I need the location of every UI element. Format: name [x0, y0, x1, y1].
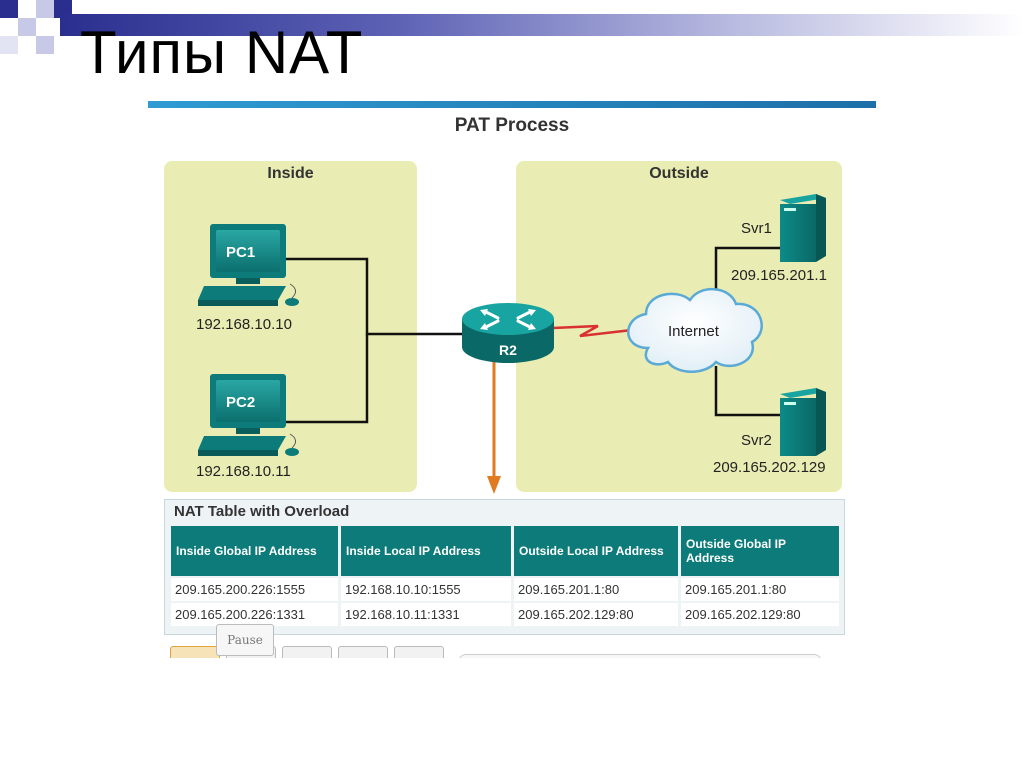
link-pc2-router	[286, 334, 369, 424]
pc2-ip: 192.168.10.11	[196, 463, 291, 480]
internet-label: Internet	[668, 323, 719, 340]
pc1-icon	[198, 224, 299, 306]
title-underline	[148, 101, 876, 108]
svr1-name: Svr1	[741, 220, 772, 237]
deco-square	[36, 36, 54, 54]
table-cell: 209.165.200.226:1555	[171, 578, 338, 601]
pc2-icon	[198, 374, 299, 456]
title-bar	[60, 14, 1024, 36]
link-pc1-router	[286, 257, 462, 336]
table-cell: 209.165.202.129:80	[681, 603, 839, 626]
table-cell: 192.168.10.10:1555	[341, 578, 511, 601]
deco-square	[0, 36, 18, 54]
pc2-name: PC2	[226, 394, 256, 411]
router-name: R2	[499, 342, 517, 358]
table-cell: 209.165.201.1:80	[514, 578, 678, 601]
svr2-icon	[780, 388, 826, 456]
table-cell: 209.165.201.1:80	[681, 578, 839, 601]
column-header-inside-local: Inside Local IP Address	[341, 526, 511, 576]
column-header-inside-global: Inside Global IP Address	[171, 526, 338, 576]
outside-label: Outside	[649, 165, 709, 182]
slide-title: Типы NAT	[80, 19, 364, 86]
table-cell: 209.165.202.129:80	[514, 603, 678, 626]
router-icon	[462, 303, 554, 363]
deco-square	[18, 18, 36, 36]
internet-cloud-icon	[627, 287, 763, 373]
deco-square	[36, 0, 54, 18]
link-cloud-svr1	[714, 246, 780, 302]
play-button[interactable]	[170, 646, 220, 658]
rewind-button[interactable]	[394, 646, 444, 658]
pc1-name: PC1	[226, 244, 256, 261]
deco-square	[54, 0, 72, 18]
table-row: 209.165.200.226:1331 192.168.10.11:1331 …	[171, 603, 839, 626]
step-back-button[interactable]	[282, 646, 332, 658]
column-header-outside-local: Outside Local IP Address	[514, 526, 678, 576]
table-cell: 209.165.200.226:1331	[171, 603, 338, 626]
serial-link	[552, 324, 633, 338]
table-row: 209.165.200.226:1555 192.168.10.10:1555 …	[171, 578, 839, 601]
svr1-ip: 209.165.201.1	[731, 267, 827, 284]
figure-title: PAT Process	[454, 115, 570, 136]
link-cloud-svr2	[714, 366, 780, 417]
pause-tooltip: Pause	[216, 624, 274, 656]
column-header-outside-global: Outside Global IP Address	[681, 526, 839, 576]
flow-arrow	[487, 362, 501, 494]
svr1-icon	[780, 194, 826, 262]
pc1-ip: 192.168.10.10	[196, 316, 292, 333]
svr2-ip: 209.165.202.129	[713, 459, 826, 476]
table-cell: 192.168.10.11:1331	[341, 603, 511, 626]
deco-square	[0, 0, 18, 18]
step-forward-button[interactable]	[338, 646, 388, 658]
progress-bar[interactable]	[458, 654, 822, 658]
nat-table-title: NAT Table with Overload	[174, 503, 350, 520]
inside-label: Inside	[267, 165, 314, 182]
nat-table: Inside Global IP Address Inside Local IP…	[168, 524, 842, 628]
svr2-name: Svr2	[741, 432, 772, 449]
